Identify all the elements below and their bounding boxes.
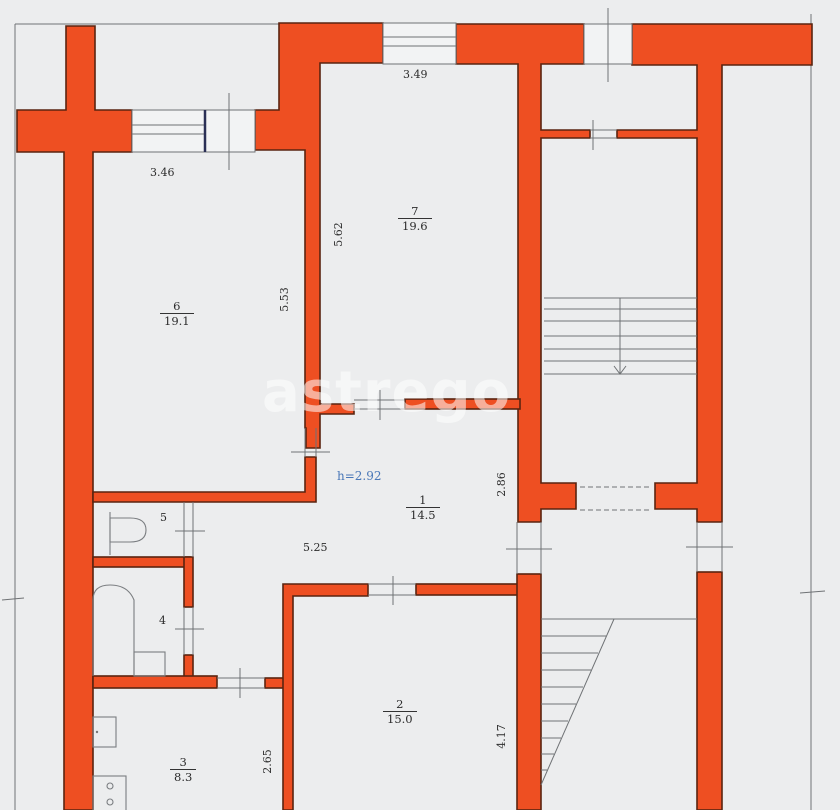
toilet-icon [109, 512, 147, 555]
dim-room2-length: 4.17 [494, 724, 508, 749]
room-1-number: 1 [406, 494, 440, 508]
dim-hall-width: 2.86 [494, 472, 508, 497]
staircase-lower [540, 618, 697, 786]
ceiling-height: h=2.92 [337, 469, 382, 483]
room-6-label: 6 19.1 [160, 300, 194, 328]
room-1-label: 1 14.5 [406, 494, 440, 522]
room-7-number: 7 [398, 205, 432, 219]
dim-room7-length: 5.62 [331, 222, 345, 247]
room-2-area: 15.0 [387, 712, 413, 726]
staircase-upper [544, 297, 697, 375]
axis-tick-left [1, 597, 25, 601]
dim-room3-length: 2.65 [260, 749, 274, 774]
room-6-number: 6 [160, 300, 194, 314]
room-3-label: 3 8.3 [170, 756, 197, 784]
room-7-label: 7 19.6 [398, 205, 432, 233]
dim-room6-length: 5.53 [277, 287, 291, 312]
watermark: astrego [262, 360, 512, 425]
dim-room7-width: 3.49 [403, 68, 428, 81]
axis-tick-right [799, 590, 826, 594]
room-4-number: 4 [159, 614, 166, 627]
room-7-area: 19.6 [402, 219, 428, 233]
room-2-number: 2 [383, 698, 417, 712]
sink-icon [92, 716, 117, 748]
room-6-area: 19.1 [164, 314, 190, 328]
stove-icon [92, 775, 127, 810]
room-2-label: 2 15.0 [383, 698, 417, 726]
room-3-number: 3 [170, 756, 197, 770]
dim-room6-width: 3.46 [150, 166, 175, 179]
room-3-area: 8.3 [174, 770, 193, 784]
dim-hall-length: 5.25 [303, 541, 328, 554]
bathtub-icon [92, 584, 166, 677]
openings [131, 8, 733, 698]
room-1-area: 14.5 [410, 508, 436, 522]
room-5-number: 5 [160, 511, 167, 524]
